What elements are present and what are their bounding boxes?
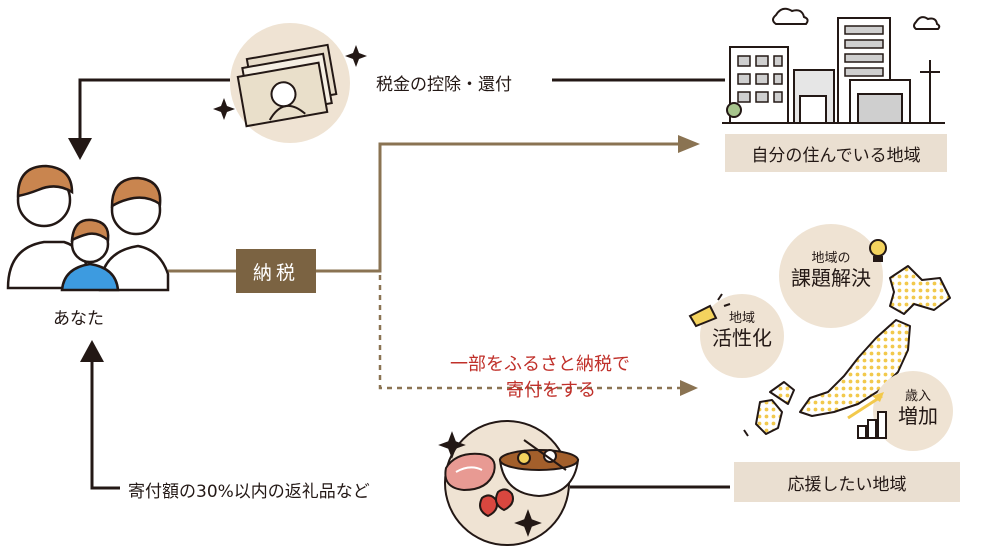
label-furusato-line2: 寄付をする [506,380,596,401]
flow-line-tax-credit-to-you [78,78,230,146]
benefit-revenue-small: 歳入 [904,389,931,404]
label-return-gift: 寄付額の30%以内の返礼品など [128,482,370,502]
flow-line-gift-to-you [90,355,120,490]
label-furusato-line1: 一部をふるさと納税で [450,354,630,375]
arrowhead-right-support-region [680,380,698,396]
arrowhead-up [80,340,104,362]
box-support-region: 応援したい地域 [734,462,960,502]
benefit-problem-small: 地域の [811,251,851,266]
benefit-problem-large: 課題解決 [791,265,871,290]
family-illustration [6,164,170,292]
benefit-circle-problem-solving [779,224,887,328]
arrowhead-right-own-region [678,135,700,153]
arrowhead-down [68,138,92,160]
money-illustration [213,23,367,143]
buildings-illustration [722,7,945,124]
label-tax-credit: 税金の控除・還付 [376,75,512,95]
food-illustration [438,420,580,546]
label-tax-payment: 納税 [236,249,316,293]
japan-map [743,265,951,437]
benefit-activation-small: 地域 [728,311,755,326]
flow-line-furusato-dashed [378,275,690,390]
benefit-revenue-text: 歳入 増加 [888,389,948,428]
flow-line-to-own-region [316,142,690,273]
label-you: あなた [53,309,104,329]
benefit-revenue-large: 増加 [898,403,938,428]
benefit-activation-text: 地域 活性化 [707,311,777,350]
benefit-circle-revenue [847,371,953,451]
benefit-activation-large: 活性化 [712,325,772,350]
box-own-region: 自分の住んでいる地域 [725,134,947,172]
benefit-problem-text: 地域の 課題解決 [781,251,881,290]
benefit-circle-activation [688,293,784,378]
